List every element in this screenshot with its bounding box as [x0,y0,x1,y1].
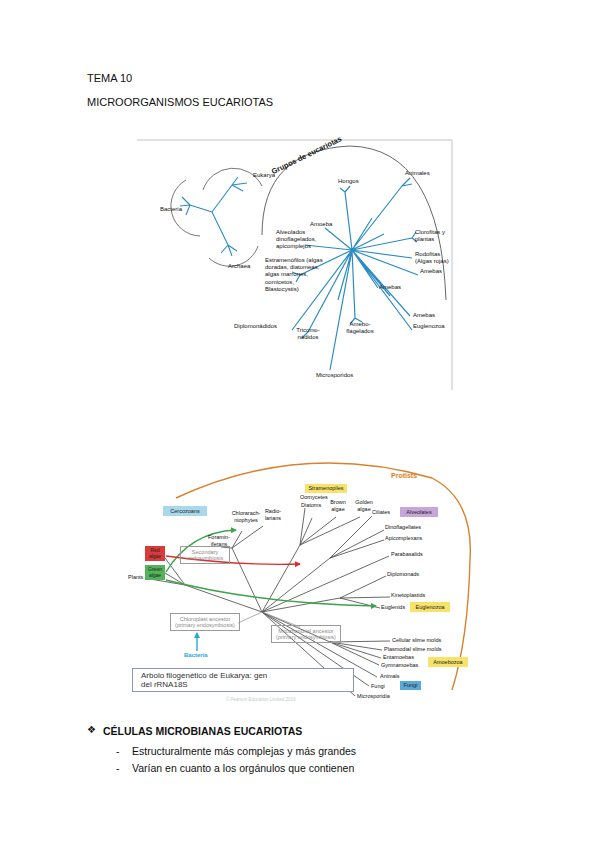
group-box: Red algae [145,546,165,561]
taxon-label: Radio- larians [262,508,284,521]
body-text: Varían en cuanto a los orgánulos que con… [132,762,354,775]
node-text: Chloroplast ancestor (primary endosymbio… [173,616,237,629]
node-text: Stramenopiles [308,485,343,491]
node-text: Alveolates [406,509,431,515]
node-text: Mitochondrial ancestor (primary endosymb… [274,628,338,641]
taxon-label: Golden algae [354,499,374,512]
group-box: Stramenopiles [305,484,347,493]
endosymbiosis-arrow [166,530,236,572]
taxon-label: Plasmodial slime molds [384,646,441,653]
node-text: Green algae [147,567,163,579]
node-text: Red algae [147,548,163,560]
body-text: ❖ [87,724,96,736]
taxon-label: Diatoms [301,502,321,509]
tree-label: Microsporidos [316,372,353,379]
taxon-label: Kinetoplastids [391,592,425,599]
tree-label: Diplomonádidos [234,323,277,330]
group-box: Green algae [145,565,165,580]
tree-label: Amebas [420,268,442,275]
tree-label: Hongos [338,178,359,185]
taxon-label: Entamoebas [383,654,414,661]
group-box: Amoebozoa [428,657,468,667]
group-box: Fungi [400,681,421,690]
group-box: Chloroplast ancestor (primary endosymbio… [170,613,240,631]
tree-label: Rodofitas (Algas rojas) [415,251,455,265]
taxon-label: Microsporidia [357,693,390,700]
group-arc [262,146,446,300]
tree-label: Animales [405,170,430,177]
body-text: CÉLULAS MICROBIANAS EUCARIOTAS [103,725,302,738]
tree-label: Tricomo- nádidos [294,327,322,341]
caption-box: Arbolo filogenético de Eukarya: gen del … [132,668,354,692]
tree-label: MICROORGANISMOS EUCARIOTAS [87,96,273,109]
taxon-label: Diplomonads [387,571,419,578]
node-text: Cercozoans [170,508,199,514]
taxon-label: Dinoflagellates [385,524,421,531]
tree-label: Amebo- flagelados [345,321,375,335]
body-text: - [116,762,120,775]
taxon-label: Parabasalids [391,551,423,558]
tree-label: Alveolados dinoflagelados, apicomplejos [276,229,322,251]
taxon-label: Protists [391,472,417,480]
taxon-label: Plants [128,574,143,581]
endosymbiosis-arrow [166,580,376,606]
node-text: Secondary endosymbiosis [183,549,227,562]
tree-label: Clorofitas y plantas [415,229,447,243]
node-text: Amoebozoa [433,659,462,665]
node-text: Fungi [404,682,418,688]
page-heading: TEMA 10 [87,72,132,85]
group-box: Secondary endosymbiosis [180,546,230,564]
body-text: Estructuralmente más complejas y más gra… [132,745,356,758]
domain-arc [171,168,262,266]
phylogenetic-tree [292,178,418,370]
taxon-label: Ciliates [372,509,390,516]
tree-label: Amebas [379,284,401,291]
group-box: Cercozoans [163,506,207,516]
node-text: Euglenozoa [415,604,444,610]
body-text: - [116,745,120,758]
taxon-label: Cellular slime molds [392,637,441,644]
node-text: Arbolo filogenético de Eukarya: gen del … [141,671,269,689]
tree-label: Amebas [413,312,435,319]
taxon-label: Brown algae [328,499,348,512]
taxon-label: Animals [380,673,400,680]
tree-label: Euglenozoa [413,323,445,330]
tree-label: Estramenófilos (algas doradas, diatomeas… [265,257,327,293]
taxon-label: Bacteria [184,652,208,659]
taxon-label: Oomycetes [300,494,328,501]
group-box: Euglenozoa [410,602,450,612]
taxon-label: © Pearson Education Limited 2019 [226,697,296,702]
taxon-label: Fungi [371,683,385,690]
bacteria-arrow [196,633,197,651]
image-frame [137,140,452,390]
taxon-label: Apicomplexans [385,535,422,542]
tree-label: Archaea [228,263,250,270]
tree-label: Bacteria [160,206,182,213]
taxon-label: Chlorarach- niophytes [230,510,262,523]
protist-arc [176,463,470,690]
taxon-label: Euglenids [381,604,405,611]
tree-label: Amoeba [310,221,332,228]
domain-tree [180,177,247,256]
taxon-label: Gymnamoebas [381,662,418,669]
group-box: Alveolates [400,507,438,517]
group-box: Mitochondrial ancestor (primary endosymb… [271,625,341,643]
